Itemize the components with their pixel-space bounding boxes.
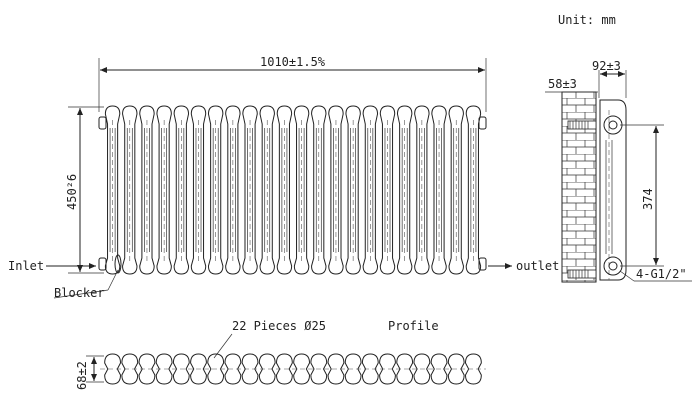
profile-lobe <box>379 353 396 385</box>
profile-lobe <box>121 353 139 385</box>
radiator-column <box>431 105 447 275</box>
radiator-column <box>225 105 241 275</box>
radiator-column <box>242 105 258 275</box>
radiator-column <box>345 105 361 275</box>
profile-lobe <box>310 353 328 385</box>
unit-label: Unit: mm <box>558 13 616 27</box>
profile-depth-label: 68±2 <box>75 361 89 390</box>
bottom-left-boss <box>98 257 107 271</box>
radiator-column <box>259 105 275 275</box>
profile-lobes <box>104 353 482 385</box>
radiator-column <box>156 105 172 275</box>
radiator-column <box>190 105 207 275</box>
radiator-column <box>139 105 155 275</box>
blocker-plug <box>114 254 122 274</box>
front-view: 1010±1.5% 450²6 Inlet outlet Blocker <box>8 55 559 300</box>
profile-label: Profile <box>388 319 439 333</box>
top-right-boss <box>478 116 487 130</box>
profile-lobe <box>344 353 362 385</box>
blocker-label: Blocker <box>54 286 105 300</box>
bottom-bracket <box>567 269 597 279</box>
profile-lobe <box>465 353 482 385</box>
radiator-column <box>448 105 464 275</box>
top-bracket <box>567 120 597 130</box>
top-left-boss <box>98 116 107 130</box>
offset-dimension-label: 58±3 <box>548 77 577 91</box>
depth-dimension-label: 92±3 <box>592 59 621 73</box>
side-view: 92±3 58±3 374 4-G1/2" <box>545 59 692 283</box>
profile-lobe <box>224 353 242 385</box>
profile-lobe <box>396 353 414 385</box>
profile-lobe <box>430 353 448 385</box>
wall-brick <box>561 91 597 283</box>
radiator-column <box>293 105 310 275</box>
profile-lobe <box>413 353 431 385</box>
bottom-connection-circle <box>603 256 623 276</box>
radiator-column <box>396 105 413 275</box>
profile-lobe <box>155 353 173 385</box>
profile-lobe <box>190 353 207 385</box>
radiator-column <box>276 105 293 275</box>
profile-lobe <box>327 353 345 385</box>
radiator-side-profile <box>599 99 627 281</box>
radiator-column <box>122 105 138 275</box>
radiator-column <box>379 105 396 275</box>
profile-lobe <box>258 353 276 385</box>
radiator-column <box>414 105 430 275</box>
radiator-front-columns <box>104 105 482 275</box>
profile-lobe <box>293 353 310 385</box>
bottom-right-boss <box>478 257 487 271</box>
radiator-column <box>362 105 379 275</box>
outlet-label: outlet <box>516 259 559 273</box>
profile-lobe <box>241 353 259 385</box>
radiator-column <box>104 105 121 275</box>
profile-lobe <box>138 353 156 385</box>
radiator-column <box>173 105 190 275</box>
connection-size-label: 4-G1/2" <box>636 267 687 281</box>
profile-lobe <box>447 353 465 385</box>
profile-lobe <box>104 353 121 385</box>
width-dimension-label: 1010±1.5% <box>260 55 326 69</box>
inlet-label: Inlet <box>8 259 44 273</box>
centres-dimension-label: 374 <box>641 188 655 210</box>
radiator-column <box>328 105 344 275</box>
radiator-column <box>207 105 224 275</box>
height-dimension-label: 450²6 <box>65 174 79 210</box>
profile-lobe <box>207 353 225 385</box>
profile-lobe <box>276 353 293 385</box>
profile-lobe <box>361 353 379 385</box>
profile-lobe <box>172 353 190 385</box>
radiator-column <box>311 105 327 275</box>
profile-view: 22 Pieces Ø25 Profile 68±2 <box>75 319 486 390</box>
radiator-column <box>465 105 482 275</box>
pieces-label: 22 Pieces Ø25 <box>232 319 326 333</box>
top-connection-circle <box>603 115 623 135</box>
